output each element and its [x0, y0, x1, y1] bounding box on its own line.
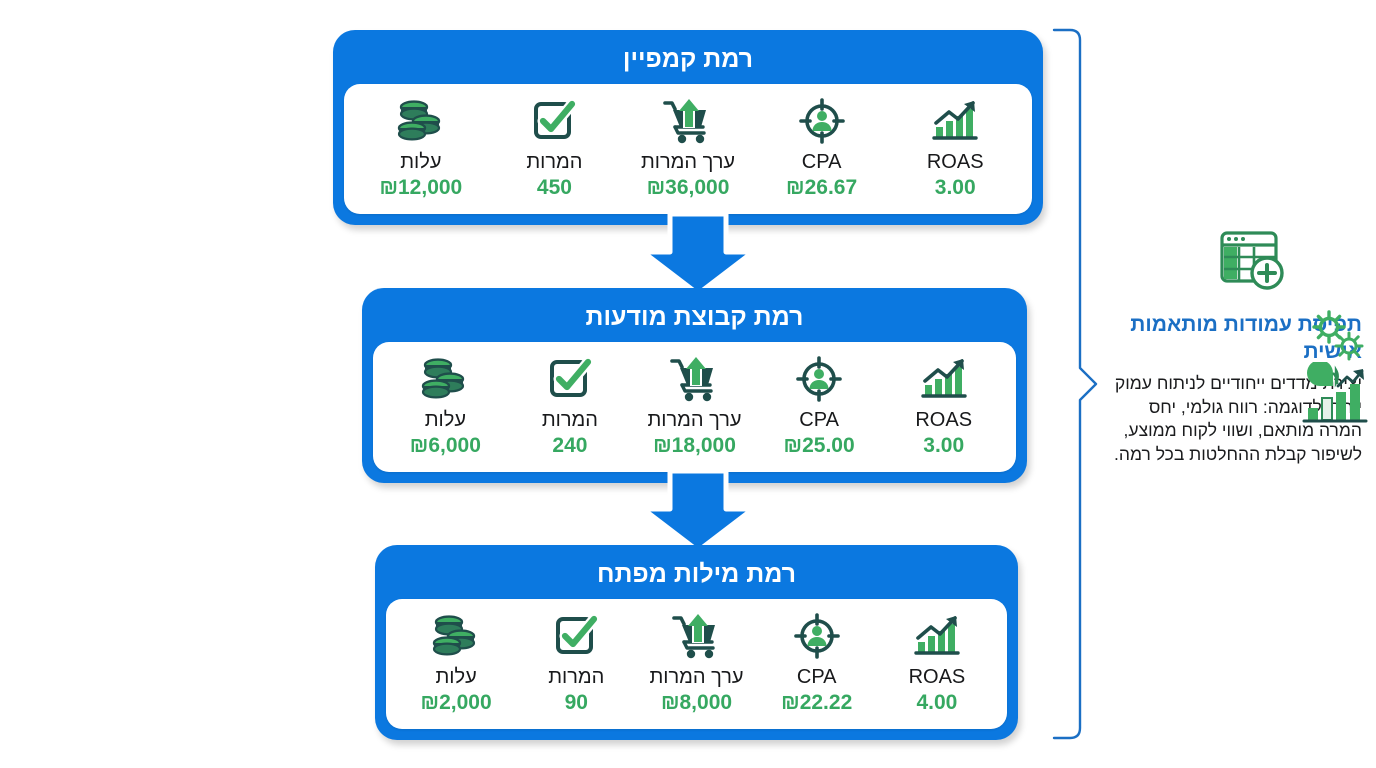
metric-roas: ROAS 3.00	[888, 96, 1022, 200]
custom-columns-note: תפיסת עמודות מותאמות אישית יצירת מדדים י…	[1104, 226, 1368, 467]
arrow-adgroup-to-keyword	[637, 468, 759, 554]
metric-value-conversion-value: ₪8,000	[660, 690, 733, 714]
bar-chart-arrow-icon	[911, 611, 963, 661]
metric-conversion-value: ערך המרות ₪36,000	[621, 96, 755, 200]
metric-label-conversions: המרות	[548, 665, 605, 688]
panel-title-keyword-level: רמת מילות מפתח	[596, 560, 797, 588]
metric-conversion-value: ערך המרות ₪18,000	[632, 354, 757, 458]
metric-label-roas: ROAS	[926, 150, 984, 173]
funnel-panel-campaign-level: רמת קמפיין עלות	[333, 30, 1043, 225]
metric-value-roas: 3.00	[923, 433, 965, 457]
metric-conversion-value: ערך המרות ₪8,000	[636, 611, 756, 715]
metric-cpa: CPA ₪22.22	[757, 611, 877, 715]
gears-icon	[1308, 308, 1366, 369]
cart-upload-icon	[669, 354, 721, 404]
metric-value-conversions: 240	[552, 433, 588, 457]
metric-label-conversion-value: ערך המרות	[649, 665, 744, 688]
metric-value-roas: 3.00	[934, 175, 976, 199]
panel-title-ad-group-level: רמת קבוצת מודעות	[585, 303, 804, 331]
metric-label-cpa: CPA	[799, 408, 839, 431]
metric-conversions: המרות 90	[516, 611, 636, 715]
metric-cpa: CPA ₪26.67	[755, 96, 889, 200]
cart-upload-icon	[662, 96, 714, 146]
coins-stack-icon	[430, 611, 482, 661]
metric-value-cpa: ₪26.67	[786, 175, 858, 199]
metric-conversions: המרות 450	[488, 96, 622, 200]
metric-label-cpa: CPA	[796, 665, 837, 688]
metric-value-conversion-value: ₪36,000	[646, 175, 730, 199]
bar-chart-arrow-icon	[929, 96, 981, 146]
metric-label-roas: ROAS	[908, 665, 966, 688]
funnel-panel-ad-group-level: רמת קבוצת מודעות עלות	[362, 288, 1027, 483]
metrics-row-keyword-level: עלות ₪2,000 המרות 90	[386, 598, 1007, 729]
metric-cpa: CPA ₪25.00	[757, 354, 882, 458]
checkbox-check-icon	[530, 96, 579, 146]
panel-title-campaign-level: רמת קמפיין	[622, 45, 754, 73]
target-person-icon	[797, 96, 847, 146]
metric-label-cost: עלות	[424, 408, 466, 431]
pie-bar-chart-icon	[1300, 360, 1370, 437]
metric-value-conversion-value: ₪18,000	[653, 433, 736, 457]
metric-label-cost: עלות	[400, 150, 442, 173]
metrics-row-ad-group-level: עלות ₪6,000 המרות 240	[373, 341, 1016, 472]
metric-label-cost: עלות	[435, 665, 477, 688]
metric-value-roas: 4.00	[916, 690, 958, 714]
metric-value-cost: ₪12,000	[379, 175, 463, 199]
checkbox-check-icon	[546, 354, 594, 404]
checkbox-check-icon	[552, 611, 601, 661]
metrics-row-campaign-level: עלות ₪12,000 המרות 450	[344, 83, 1032, 214]
bar-chart-arrow-icon	[918, 354, 970, 404]
right-grouping-bracket	[1048, 28, 1108, 740]
coins-stack-icon	[419, 354, 471, 404]
metric-label-conversion-value: ערך המרות	[640, 150, 736, 173]
metric-cost: עלות ₪12,000	[354, 96, 488, 200]
target-person-icon	[794, 354, 844, 404]
coins-stack-icon	[395, 96, 447, 146]
metric-cost: עלות ₪6,000	[383, 354, 508, 458]
funnel-panel-keyword-level: רמת מילות מפתח עלות	[375, 545, 1018, 740]
table-add-column-icon	[1217, 226, 1289, 303]
metric-value-cpa: ₪22.22	[781, 690, 853, 714]
metric-label-conversion-value: ערך המרות	[647, 408, 742, 431]
metric-label-conversions: המרות	[541, 408, 598, 431]
arrow-campaign-to-adgroup	[637, 211, 759, 297]
metric-roas: ROAS 4.00	[877, 611, 997, 715]
metric-value-cost: ₪6,000	[409, 433, 481, 457]
metric-label-cpa: CPA	[801, 150, 842, 173]
metric-cost: עלות ₪2,000	[396, 611, 516, 715]
target-person-icon	[792, 611, 842, 661]
metric-label-roas: ROAS	[915, 408, 973, 431]
metric-value-conversions: 90	[564, 690, 588, 714]
metric-value-cpa: ₪25.00	[783, 433, 855, 457]
metric-value-conversions: 450	[536, 175, 572, 199]
metric-conversions: המרות 240	[508, 354, 633, 458]
metric-roas: ROAS 3.00	[881, 354, 1006, 458]
metric-value-cost: ₪2,000	[420, 690, 492, 714]
custom-columns-heading: תפיסת עמודות מותאמות אישית	[1130, 313, 1362, 363]
metric-label-conversions: המרות	[526, 150, 583, 173]
cart-upload-icon	[671, 611, 723, 661]
